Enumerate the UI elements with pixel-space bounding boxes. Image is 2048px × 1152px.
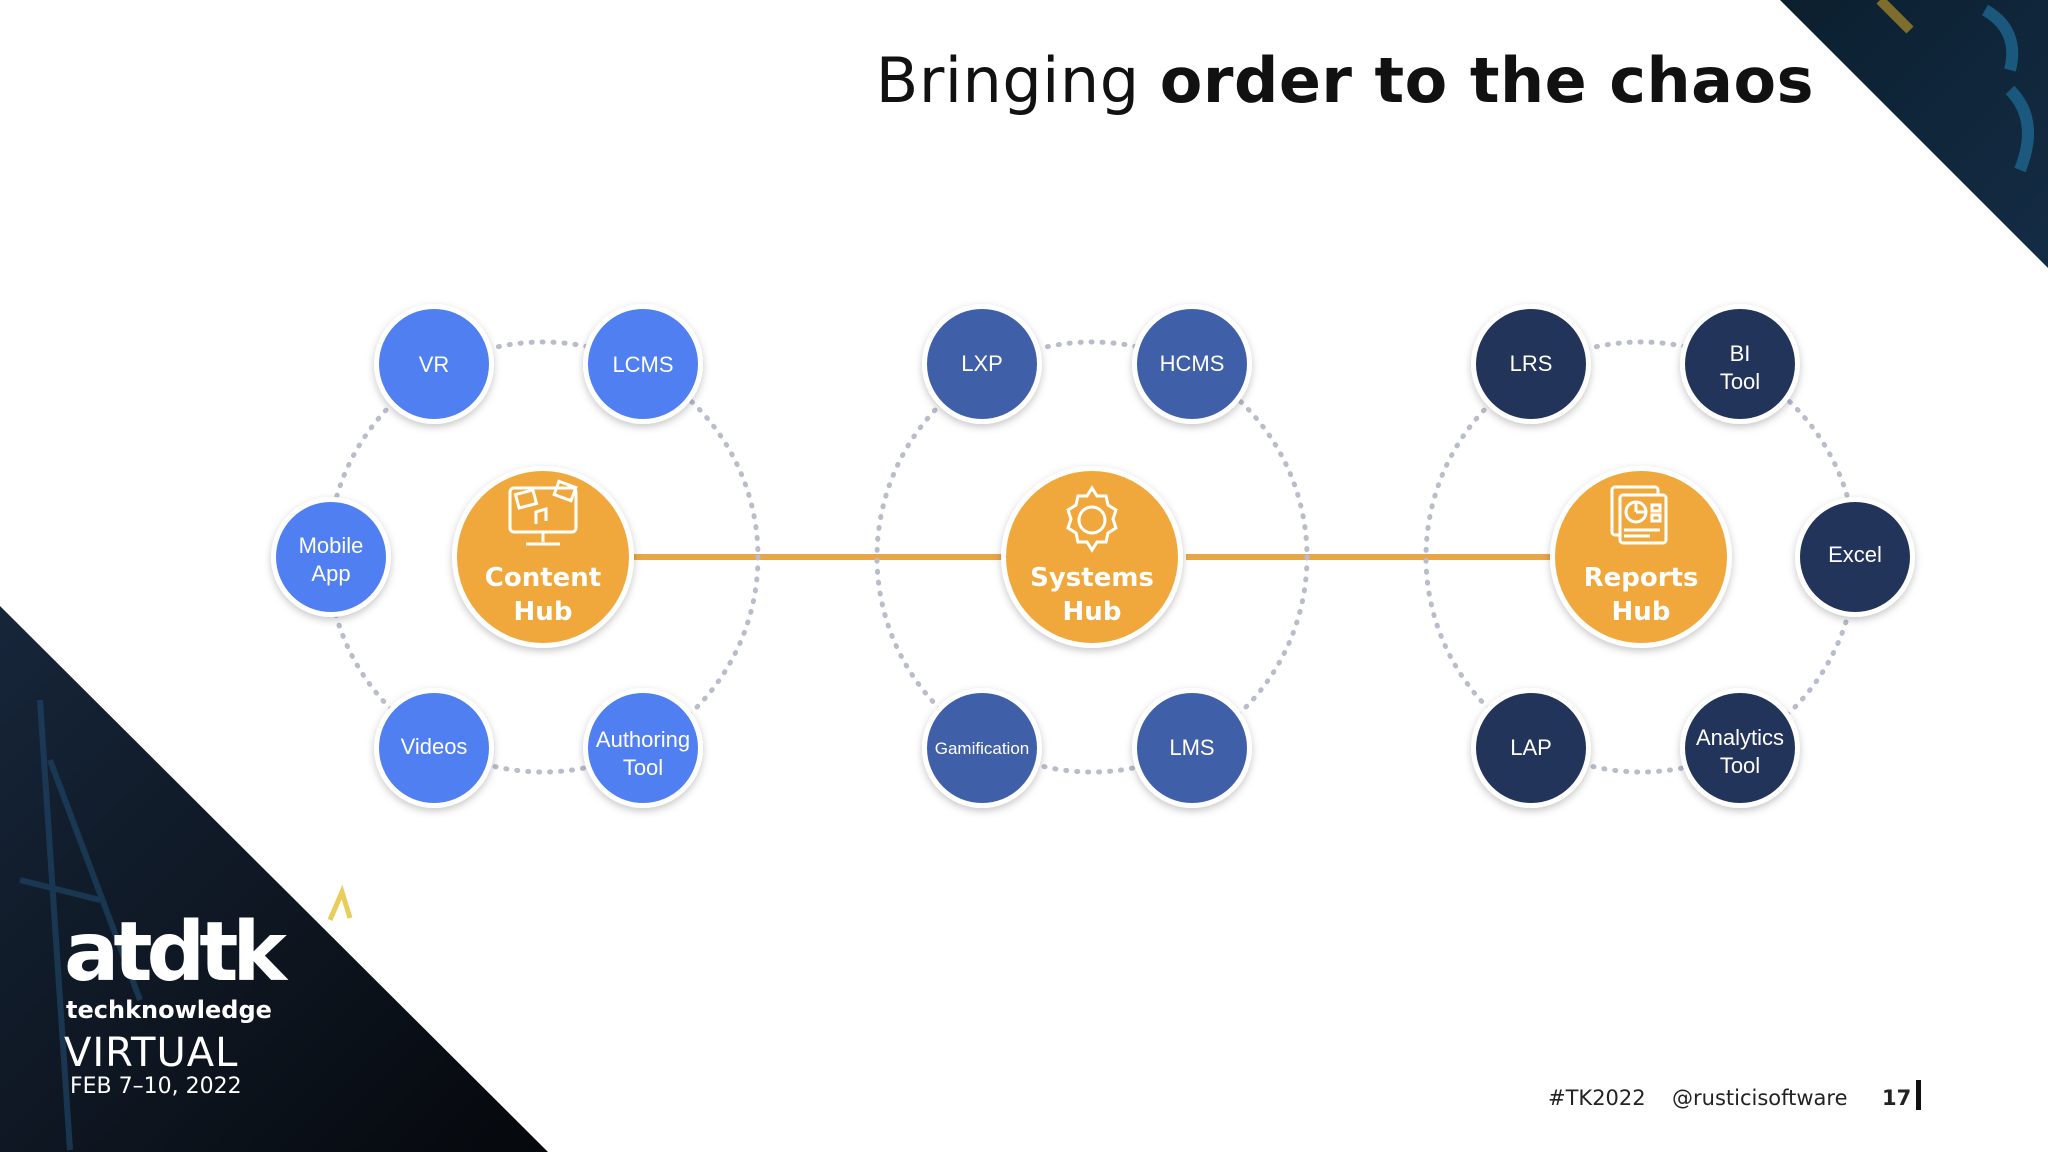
node-mobile-app-label-line2: App — [311, 561, 350, 586]
node-lms — [1137, 693, 1247, 803]
node-bi-label-line2: Tool — [1720, 369, 1760, 394]
node-lap — [1476, 693, 1586, 803]
node-lrs — [1476, 309, 1586, 419]
report-documents-icon — [1610, 485, 1668, 545]
node-lrs-label: LRS — [1510, 351, 1553, 376]
systems-hub-ring — [874, 339, 1310, 775]
node-bi-tool — [1685, 309, 1795, 419]
page-number-bar — [1916, 1080, 1921, 1110]
node-gamification-label: Gamification — [935, 739, 1029, 758]
gear-icon — [1066, 485, 1118, 553]
bottom-left-corner-pattern — [19, 699, 143, 1151]
node-authoring-label-line2: Tool — [623, 755, 663, 780]
node-vr-label: VR — [419, 352, 450, 377]
node-analytics-label-line1: Analytics — [1696, 725, 1784, 750]
node-analytics-label-line2: Tool — [1720, 753, 1760, 778]
node-videos-label: Videos — [401, 734, 468, 759]
node-lms-label: LMS — [1169, 735, 1214, 760]
node-gamification — [927, 693, 1037, 803]
node-lxp-label: LXP — [961, 351, 1003, 376]
node-vr — [379, 309, 489, 419]
node-hcms-label: HCMS — [1160, 351, 1225, 376]
event-dates: FEB 7–10, 2022 — [70, 1074, 242, 1099]
top-right-corner-pattern — [1981, 4, 2034, 173]
node-bi-label-line1: BI — [1730, 341, 1751, 366]
node-excel-label: Excel — [1828, 542, 1882, 567]
page-number: 17 — [1882, 1086, 1912, 1110]
node-excel — [1800, 502, 1910, 612]
top-right-corner-decoration — [1780, 0, 2048, 268]
content-hub-label-line2: Hub — [514, 597, 573, 627]
reports-hub-label-line1: Reports — [1584, 563, 1699, 593]
content-hub-fill — [457, 471, 629, 643]
node-lxp — [927, 309, 1037, 419]
node-videos — [379, 693, 489, 803]
logo-techknowledge: techknowledge — [66, 996, 272, 1024]
content-hub-ring — [325, 339, 761, 775]
slide-title-regular: Bringing — [875, 44, 1140, 117]
systems-hub-label-line1: Systems — [1030, 563, 1154, 593]
bottom-left-accent — [327, 884, 353, 921]
node-mobile-app — [276, 502, 386, 612]
node-authoring-label-line1: Authoring — [596, 727, 690, 752]
reports-hub-label-line2: Hub — [1612, 597, 1671, 627]
footer-handle: @rusticisoftware — [1672, 1086, 1848, 1110]
systems-hub-label-line2: Hub — [1063, 597, 1122, 627]
systems-hub-fill — [1006, 471, 1178, 643]
content-hub-label-line1: Content — [485, 563, 601, 593]
event-edition: VIRTUAL — [64, 1030, 239, 1076]
footer-hashtag: #TK2022 — [1548, 1086, 1646, 1110]
content-monitor-icon — [508, 479, 578, 546]
node-analytics-tool — [1685, 693, 1795, 803]
slide-title-bold: order to the chaos — [1159, 44, 1814, 117]
node-lcms-label: LCMS — [612, 352, 673, 377]
slide-title: Bringing order to the chaos — [876, 44, 1814, 117]
top-right-accent — [1876, 0, 1914, 34]
reports-hub-fill — [1555, 471, 1727, 643]
bottom-left-corner-decoration — [0, 606, 548, 1152]
atdtk-logo: atdtk — [64, 905, 287, 1000]
node-lap-label: LAP — [1510, 735, 1552, 760]
node-lcms — [588, 309, 698, 419]
node-hcms — [1137, 309, 1247, 419]
node-authoring-tool — [588, 693, 698, 803]
node-mobile-app-label-line1: Mobile — [299, 533, 364, 558]
